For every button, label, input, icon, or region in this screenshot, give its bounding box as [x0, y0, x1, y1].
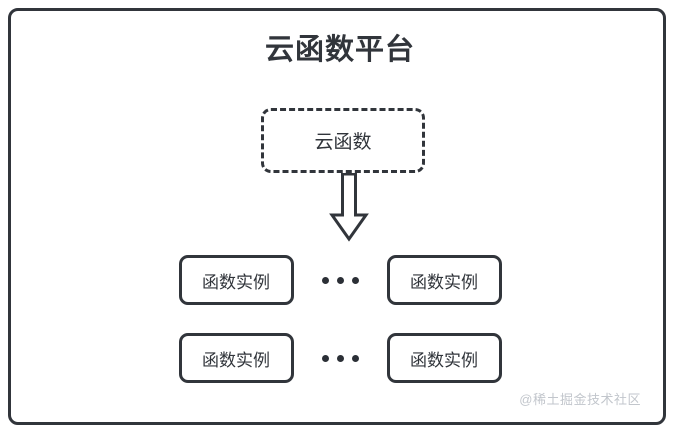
function-instance-label: 函数实例: [202, 350, 270, 370]
page-title: 云函数平台: [264, 34, 415, 66]
ellipsis-dot: [336, 276, 344, 284]
cloud-function-node: 云函数: [261, 108, 425, 173]
ellipsis-dot: [351, 354, 359, 362]
ellipsis-dot: [336, 354, 344, 362]
instance-row: 函数实例 函数实例: [11, 333, 669, 383]
function-instance-label: 函数实例: [202, 272, 270, 292]
function-instance-box: 函数实例: [386, 333, 502, 383]
ellipsis-dot: [321, 276, 329, 284]
cloud-function-label: 云函数: [314, 132, 372, 153]
function-instance-label: 函数实例: [410, 272, 478, 292]
ellipsis-dot: [351, 276, 359, 284]
instance-row: 函数实例 函数实例: [11, 255, 669, 305]
function-instance-label: 函数实例: [410, 350, 478, 370]
ellipsis-dot: [321, 354, 329, 362]
function-instance-box: 函数实例: [178, 333, 294, 383]
function-instance-box: 函数实例: [386, 255, 502, 305]
watermark: @稀土掘金技术社区: [519, 392, 641, 407]
cloud-function-platform-container: 云函数平台 云函数 函数实例 函数实例 函数实例: [8, 8, 666, 425]
function-instance-box: 函数实例: [178, 255, 294, 305]
ellipsis-icon: [294, 333, 387, 383]
ellipsis-icon: [294, 255, 387, 305]
down-arrow-icon: [328, 172, 370, 243]
